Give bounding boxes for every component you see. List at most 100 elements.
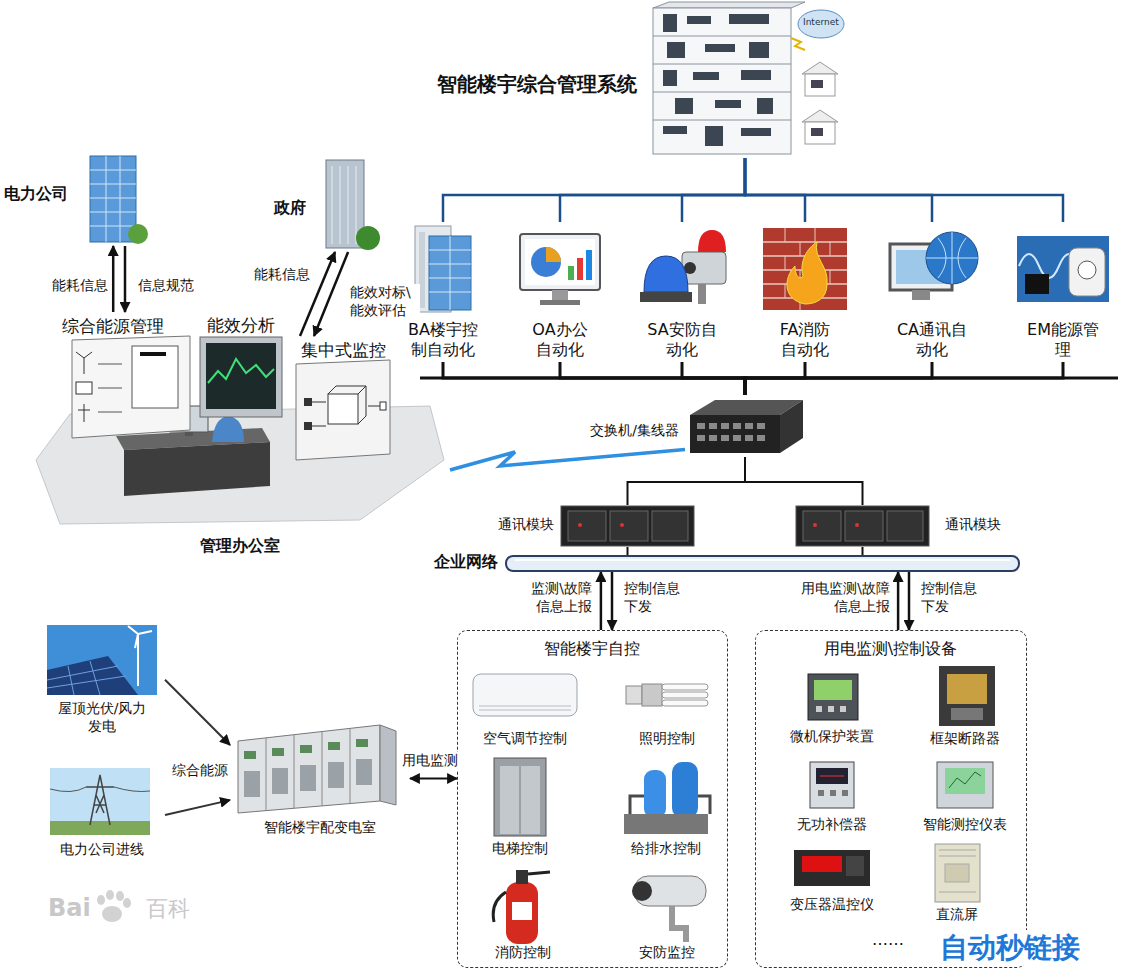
device-icon-art-part [506, 882, 538, 944]
device-icon-art-part [830, 790, 836, 796]
comm-module: 通讯模块 [560, 505, 695, 547]
device-icon-art-part [500, 766, 519, 834]
system-building-art-part [663, 70, 677, 86]
device-icon-art-part [846, 856, 864, 876]
system-building-art-part [749, 42, 769, 58]
device-icon-art-part [939, 850, 976, 892]
connector [745, 362, 1063, 395]
connector [314, 252, 348, 336]
comm-module-art-part [568, 511, 606, 541]
connector [745, 158, 1063, 222]
subsystem-icon-art-part [912, 290, 930, 300]
device-icon-art-part [644, 770, 666, 818]
node-label: FA消防 自动化 [755, 320, 855, 360]
connector [124, 246, 127, 312]
subsystem-icon: OA办公 自动化 [510, 222, 610, 362]
system-building-art-part [663, 14, 773, 146]
node-label: 直流屏 [905, 906, 1010, 924]
energy-source-art-part [50, 768, 150, 835]
device-icon-art-part [808, 674, 858, 720]
connector [745, 457, 863, 505]
comm-module-art-part [796, 506, 929, 546]
subsystem-icon-art-part [698, 284, 706, 304]
network-switch-art-part [697, 423, 765, 441]
comm-module-art [560, 505, 695, 547]
subsystem-icon-art-part [586, 250, 592, 280]
node-label: 智能楼宇自控 [458, 639, 726, 659]
watermark-logo [97, 890, 131, 922]
device-icon-art-part [512, 902, 532, 920]
comm-module-art-part [813, 523, 817, 527]
subsystem-icon-art-part [525, 239, 595, 285]
network-pipe-art-part [515, 559, 1010, 561]
connector [410, 778, 457, 780]
energy-source-art-part [47, 625, 157, 695]
office-panel: 综合能源管理 [58, 312, 196, 440]
subsystem-icon: FA消防 自动化 [755, 222, 855, 362]
system-building-art-part [653, 2, 805, 8]
office-panel: 集中式监控 [290, 336, 396, 464]
office-room-art-part [124, 442, 270, 496]
device-icon-art-part [662, 700, 708, 706]
system-building-art-part [805, 122, 835, 144]
system-building-art-part [741, 128, 771, 136]
device-icon: 消防控制 [468, 862, 578, 964]
device-icon-art-part [521, 766, 540, 834]
office-panel-art-part [206, 343, 276, 409]
office-panel-art-part [200, 337, 282, 417]
node-label: 集中式监控 [290, 340, 396, 361]
device-icon-art-part [642, 684, 662, 706]
subsystem-icon: EM能源管 理 [1013, 222, 1113, 362]
device-icon-art-part [794, 850, 870, 886]
switchgear-room-art-part [356, 739, 368, 747]
office-panel-art-part [72, 336, 190, 438]
office-panel-art-part [380, 402, 386, 410]
device-icon-art-part [814, 680, 852, 700]
node-label: 空气调节控制 [465, 730, 585, 748]
watermark: 自动秒链接 [940, 930, 1080, 965]
network-switch-art-part [709, 435, 717, 441]
comm-module-art-part [561, 506, 694, 546]
cloud-label: Internet [803, 17, 839, 28]
device-icon-art-part [672, 762, 698, 818]
network-switch-art-part [780, 400, 803, 453]
device-icon-art-part [493, 872, 550, 922]
device-icon-art-part [816, 706, 846, 712]
group-box: 智能楼宇自控空气调节控制照明控制电梯控制给排水控制消防控制安防监控 [457, 630, 728, 968]
system-building-art-part [741, 70, 771, 80]
system-building-art-part [757, 98, 773, 114]
subsystem-icon: SA安防自 动化 [632, 222, 732, 362]
node-label: SA安防自 动化 [632, 320, 732, 360]
network-pipe-art [505, 555, 1020, 572]
subsystem-icon-art-part [429, 236, 471, 310]
node-label: EM能源管 理 [1023, 320, 1103, 360]
node-label: 消防控制 [468, 944, 578, 962]
node-label: 企业网络 [406, 552, 498, 572]
switchgear-room-art-part [328, 742, 340, 750]
wireless-link [450, 450, 685, 470]
comm-module-art-part [855, 523, 859, 527]
system-building-art-part [715, 100, 741, 108]
switchgear-room-art-part [244, 751, 256, 759]
node-label: 通讯模块 [945, 516, 1015, 534]
system-building-art-part [705, 126, 723, 146]
system-building-art-part [798, 10, 844, 38]
device-icon-art-part [662, 692, 708, 698]
switchgear-room-art-part [272, 768, 288, 794]
network-switch: 交换机/集线器 [685, 395, 805, 457]
comm-module-art-part [652, 511, 688, 541]
network-switch-art-part [745, 435, 753, 441]
comm-module-art-part [845, 511, 883, 541]
device-icon-art-part [820, 775, 844, 776]
device-icon-art-part [626, 686, 642, 704]
connector [443, 158, 745, 222]
device-icon: 安防监控 [612, 862, 722, 964]
device-icon-art-part [842, 790, 848, 796]
network-switch-art-part [745, 423, 753, 429]
switchgear-room-art-part [356, 759, 372, 785]
network-switch-art-part [733, 435, 741, 441]
group-box: 用电监测\控制设备微机保护装置框架断路器无功补偿器智能测控仪表变压器温控仪直流屏 [755, 630, 1027, 968]
system-building-art-part [705, 44, 735, 52]
energy-source-art-part [47, 656, 138, 695]
